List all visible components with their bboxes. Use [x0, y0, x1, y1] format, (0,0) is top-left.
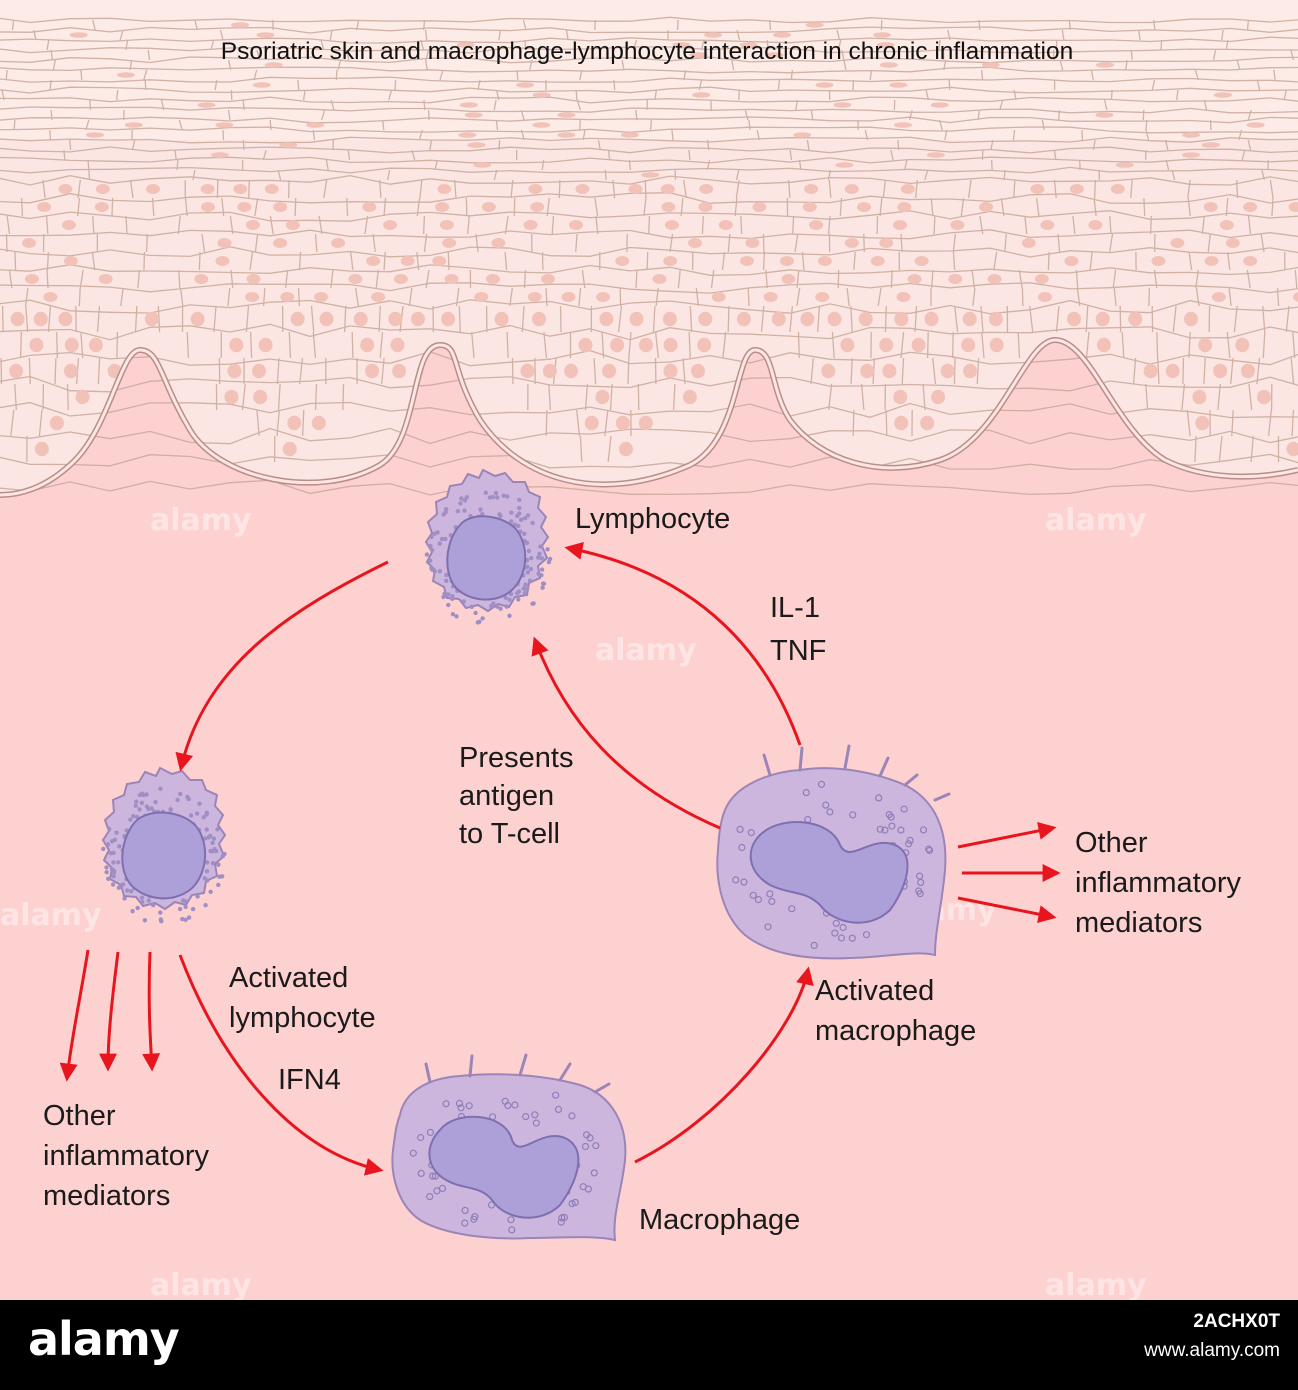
diagram-canvas: Psoriatric skin and macrophage-lymphocyt…: [0, 0, 1298, 1300]
label-left-mediators-line2: inflammatory: [43, 1140, 209, 1172]
arrow-activated-to-macrophage: [178, 954, 384, 1176]
footer-bar: alamy 2ACHX0T www.alamy.com: [0, 1300, 1298, 1390]
label-activated-macrophage-line2: macrophage: [815, 1015, 976, 1047]
watermark: alamy: [595, 633, 697, 668]
skin-cell-nuclei: [9, 22, 1298, 457]
arrow-right-mediator-1: [957, 821, 1057, 849]
basement-membrane-inner: [0, 338, 1298, 497]
label-tnf: TNF: [770, 635, 826, 667]
label-activated-lymphocyte-line1: Activated: [229, 962, 348, 994]
activated-macrophage-cell: [716, 744, 951, 960]
label-activated-macrophage-line1: Activated: [815, 975, 934, 1007]
watermarks: alamy alamy alamy alamy alamy alamy alam…: [0, 503, 1147, 1300]
arrow-left-mediator-2: [99, 951, 120, 1072]
label-presents-line3: to T-cell: [459, 818, 560, 850]
labels: Lymphocyte IL-1 TNF Presents antigen to …: [43, 503, 1241, 1236]
footer-logo: alamy: [28, 1312, 180, 1366]
label-lymphocyte: Lymphocyte: [575, 503, 730, 535]
label-presents-line2: antigen: [459, 780, 554, 812]
label-right-mediators-line2: inflammatory: [1075, 867, 1241, 899]
arrow-left-mediator-1: [59, 949, 90, 1082]
watermark: alamy: [150, 503, 252, 538]
label-presents-line1: Presents: [459, 742, 573, 774]
arrow-right-mediator-3: [957, 896, 1057, 924]
diagram-title: Psoriatric skin and macrophage-lymphocyt…: [221, 38, 1073, 65]
lymphocyte-cell: [424, 468, 553, 625]
watermark: alamy: [1045, 503, 1147, 538]
footer-url: www.alamy.com: [1144, 1340, 1280, 1361]
watermark: alamy: [150, 1268, 252, 1300]
activated-lymphocyte-cell: [101, 766, 227, 924]
label-left-mediators-line1: Other: [43, 1100, 116, 1132]
label-activated-lymphocyte-line2: lymphocyte: [229, 1002, 376, 1034]
footer-image-id: 2ACHX0T: [1193, 1311, 1280, 1332]
macrophage-cell: [391, 1053, 627, 1242]
skin-cell-outlines: [0, 16, 1298, 496]
arrow-lymphocyte-to-activated: [175, 560, 389, 772]
label-right-mediators-line3: mediators: [1075, 907, 1202, 939]
arrows: [59, 541, 1061, 1176]
epidermis: [0, 0, 1298, 498]
label-il1: IL-1: [770, 592, 820, 624]
arrow-presents-antigen: [531, 636, 721, 830]
watermark: alamy: [0, 898, 102, 933]
arrow-activated-to-lymphocyte-il1: [564, 541, 802, 746]
label-left-mediators-line3: mediators: [43, 1180, 170, 1212]
label-ifn: IFN4: [278, 1064, 341, 1096]
arrow-macrophage-to-activated: [634, 966, 814, 1164]
arrow-left-mediator-3: [142, 951, 161, 1072]
label-right-mediators-line1: Other: [1075, 827, 1148, 859]
label-macrophage: Macrophage: [639, 1204, 800, 1236]
watermark: alamy: [1045, 1268, 1147, 1300]
